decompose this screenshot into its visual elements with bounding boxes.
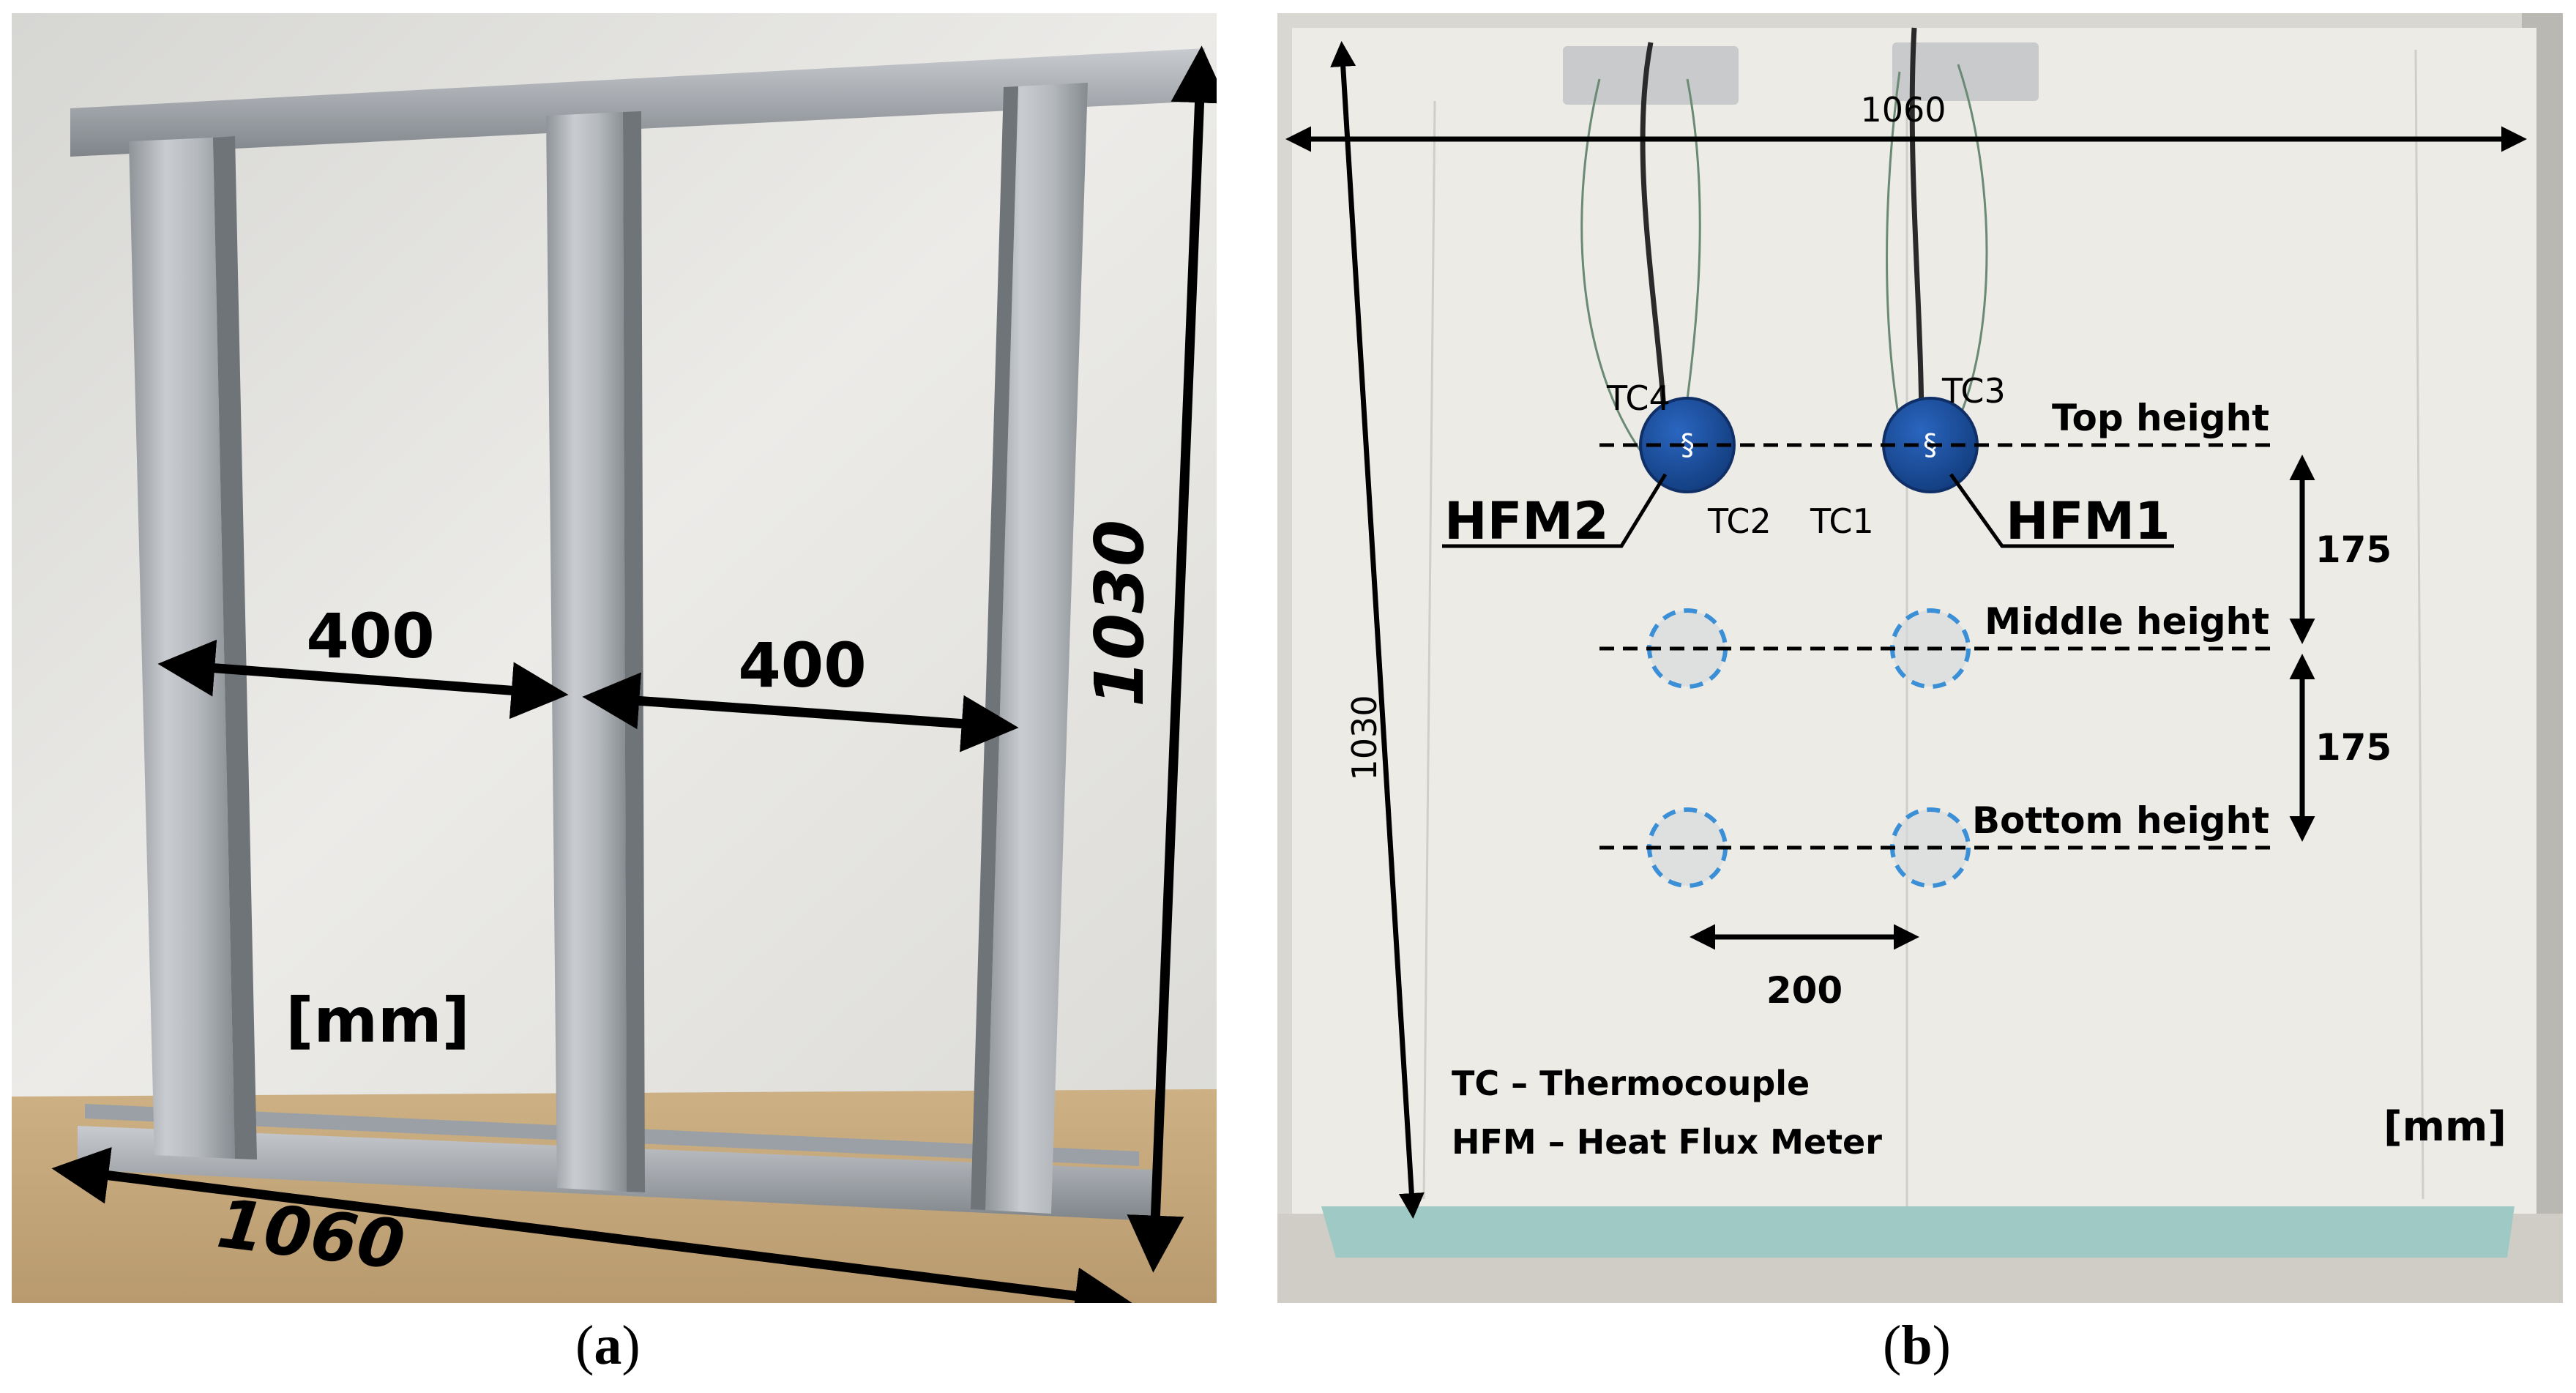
caption-a: (a)	[575, 1315, 641, 1376]
dimension-arrow-width	[51, 1147, 1132, 1303]
label-tc2: TC2	[1707, 501, 1772, 541]
stud-right-inner	[971, 86, 1018, 1210]
label-width: 1060	[1860, 90, 1946, 130]
cable-hfm1	[1909, 27, 1924, 431]
label-tc1: TC1	[1810, 501, 1874, 541]
tape-left	[1563, 46, 1739, 105]
tape-right	[1892, 42, 2039, 101]
sensor-hfm2	[1639, 397, 1736, 493]
label-tc4: TC4	[1606, 378, 1670, 418]
panel-b-scene: § § 1060 1030 TC4 TC3 TC2 TC1 HFM2 HFM1 …	[1277, 13, 2563, 1303]
label-bay-right: 400	[738, 630, 866, 701]
panel-a-scene: 400 400 [mm] 1030 1060	[12, 13, 1217, 1303]
top-track	[70, 48, 1205, 157]
stud-trace-left	[1422, 100, 1436, 1200]
leader-hfm1	[1949, 473, 2174, 548]
label-spacing-horizontal: 200	[1766, 969, 1843, 1012]
cable-hfm2	[1640, 42, 1668, 431]
label-unit-mm: [mm]	[2383, 1103, 2506, 1151]
legend-hfm: HFM – Heat Flux Meter	[1452, 1122, 1882, 1162]
label-height: 1030	[1080, 520, 1159, 707]
label-bay-left: 400	[306, 600, 434, 672]
label-hfm2: HFM2	[1444, 491, 1609, 551]
legend-tc: TC – Thermocouple	[1452, 1064, 1810, 1103]
dimension-arrow-bay-left	[157, 639, 569, 720]
dimension-arrow-height	[1127, 45, 1217, 1273]
panel-b-instrumented-wall-photo: § § 1060 1030 TC4 TC3 TC2 TC1 HFM2 HFM1 …	[1277, 13, 2563, 1303]
caption-b: (b)	[1883, 1315, 1951, 1376]
label-spacing-upper: 175	[2315, 529, 2392, 571]
stud-middle	[546, 112, 627, 1192]
caption-b-letter: b	[1901, 1315, 1933, 1376]
base-strip	[1321, 1206, 2515, 1258]
label-top-height: Top height	[2052, 397, 2269, 439]
label-spacing-lower: 175	[2315, 726, 2392, 769]
label-bottom-height: Bottom height	[1972, 799, 2269, 842]
sensor-hfm2-logo-icon: §	[1680, 428, 1695, 462]
label-height: 1030	[1345, 695, 1384, 780]
leader-hfm2	[1442, 473, 1668, 548]
stud-middle-inner	[623, 111, 645, 1192]
dimension-arrow-height	[1330, 41, 1425, 1219]
label-unit-mm: [mm]	[285, 985, 470, 1056]
stud-trace-right	[2414, 49, 2424, 1200]
stud-right	[985, 83, 1088, 1214]
panel-a-steel-frame-photo: 400 400 [mm] 1030 1060	[12, 13, 1217, 1303]
label-hfm1: HFM1	[2006, 491, 2170, 551]
label-middle-height: Middle height	[1985, 600, 2269, 643]
caption-a-letter: a	[594, 1315, 622, 1376]
dimension-arrow-bay-right	[582, 672, 1019, 752]
label-tc3: TC3	[1941, 371, 2006, 411]
